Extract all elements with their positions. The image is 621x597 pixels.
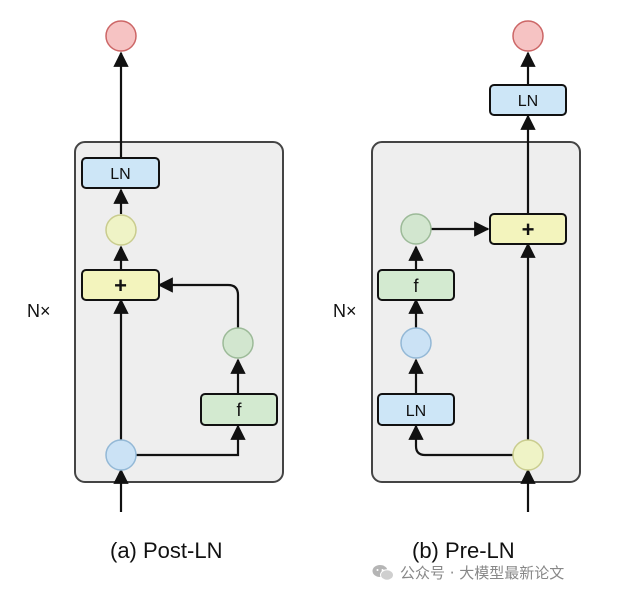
post-ln-output-node — [105, 20, 137, 52]
pre-ln-add-label: + — [522, 217, 535, 242]
post-ln-caption: (a) Post-LN — [110, 538, 223, 563]
pre-ln-f-output-node — [400, 213, 432, 245]
pre-ln-repeat-label: N× — [333, 301, 357, 321]
post-ln-add-label: + — [114, 273, 127, 298]
watermark-text: 公众号 · 大模型最新论文 — [400, 564, 565, 582]
post-ln-f-output-node — [222, 327, 254, 359]
pre-ln-f-label: f — [413, 276, 419, 296]
wechat-icon — [372, 564, 394, 581]
post-ln-repeat-label: N× — [27, 301, 51, 321]
post-ln-f-box — [200, 393, 278, 426]
pre-ln-add-box — [489, 213, 567, 245]
pre-ln-inner-ln-box — [377, 393, 455, 426]
post-ln-ln-label: LN — [110, 166, 130, 183]
pre-ln-outer-ln-label: LN — [518, 93, 538, 110]
watermark: 公众号 · 大模型最新论文 — [372, 562, 564, 583]
pre-ln-block-container — [371, 141, 581, 483]
pre-ln-output-node — [512, 20, 544, 52]
post-ln-input-node — [105, 439, 137, 471]
pre-ln-inner-ln-label: LN — [406, 403, 426, 420]
pre-ln-outer-ln-box — [489, 84, 567, 116]
post-ln-branch-arrow — [136, 424, 246, 457]
post-ln-ln-box — [81, 157, 160, 189]
post-ln-f-label: f — [236, 400, 242, 420]
post-ln-add-box — [81, 269, 160, 301]
pre-ln-input-node — [512, 439, 544, 471]
pre-ln-normalized-node — [400, 327, 432, 359]
pre-ln-caption: (b) Pre-LN — [412, 538, 515, 563]
post-ln-block-container — [74, 141, 284, 483]
pre-ln-branch-arrow — [408, 424, 513, 457]
post-ln-node-to-add-arrow — [157, 277, 240, 328]
pre-ln-f-box — [377, 269, 455, 301]
post-ln-sum-node — [105, 214, 137, 246]
